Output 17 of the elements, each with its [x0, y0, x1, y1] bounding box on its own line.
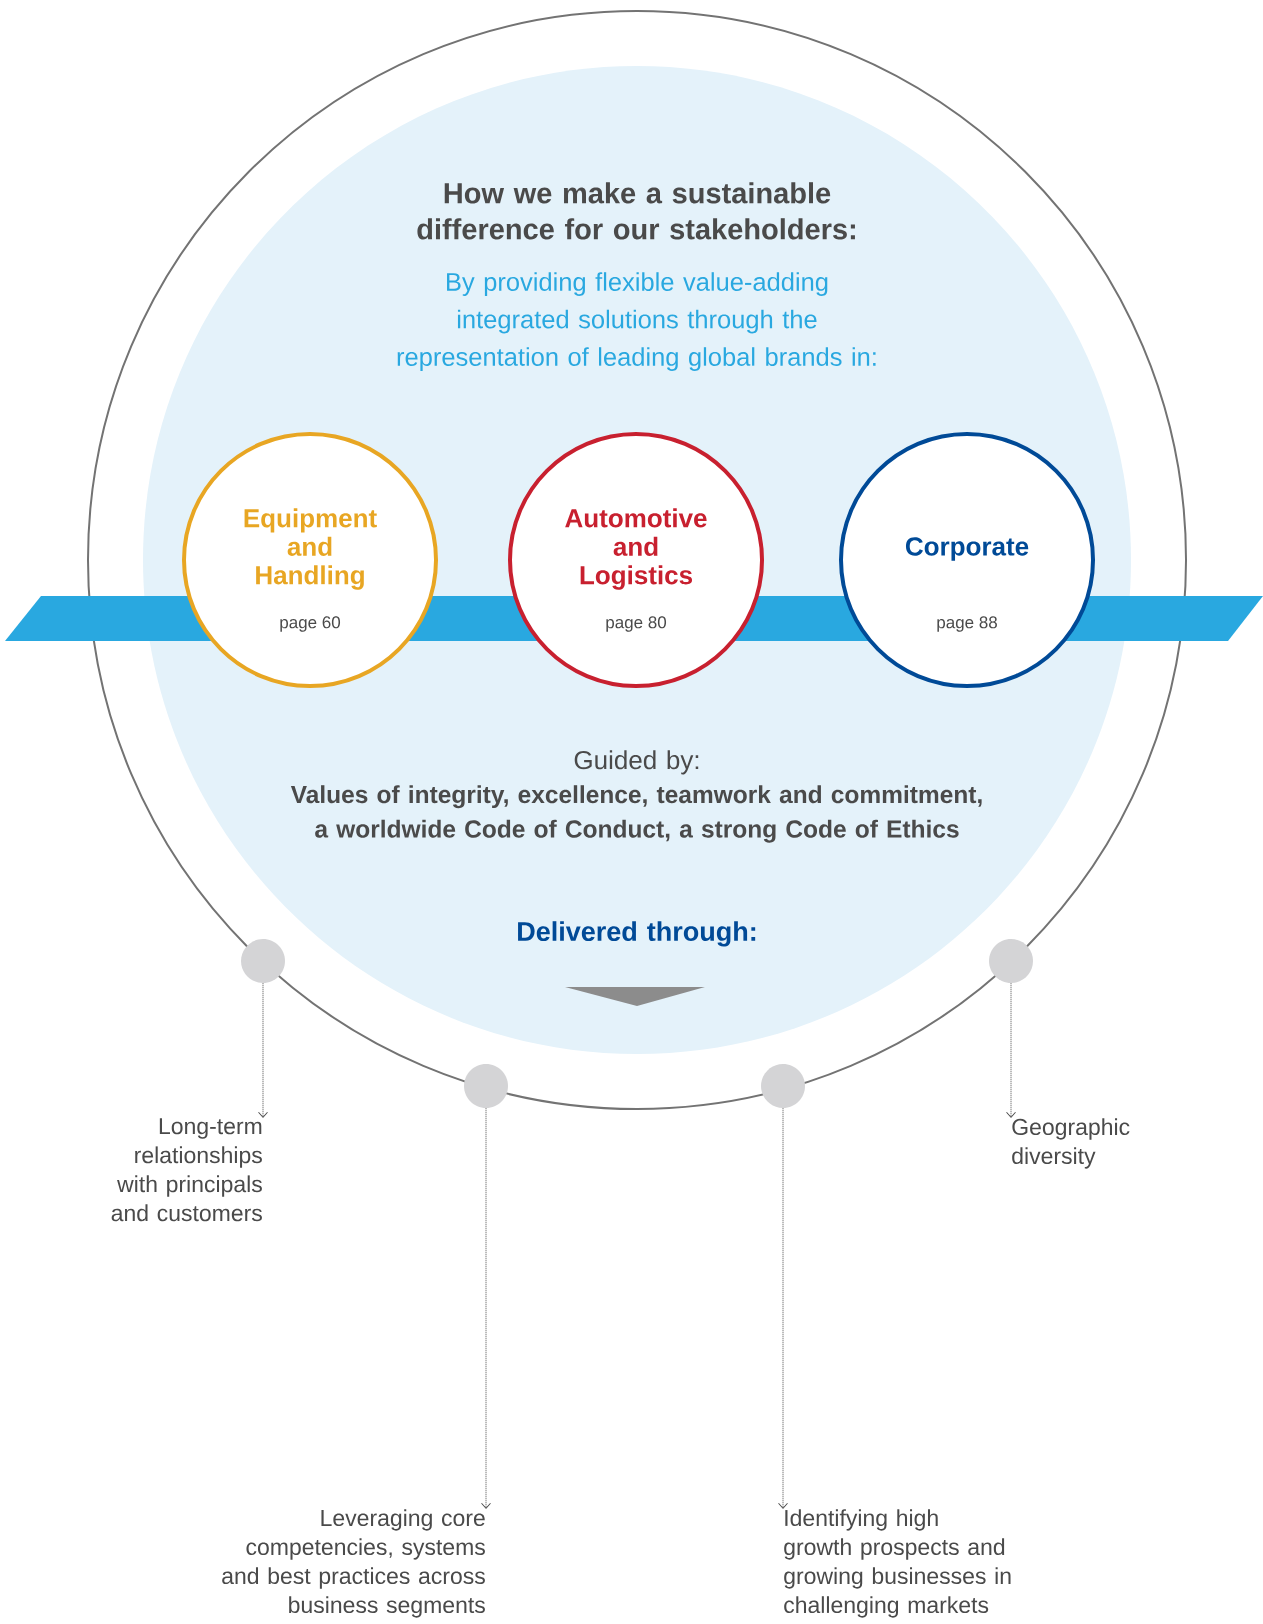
dot-marker [761, 1064, 805, 1108]
description-text: Leveraging core competencies, systems and best practices across business segments [222, 1509, 485, 1618]
leader-line [778, 1107, 788, 1509]
description-text: Long-term relationships with principals and customers [111, 1118, 262, 1222]
description-text: Geographic diversity [1012, 1118, 1130, 1169]
dot-marker [989, 939, 1033, 983]
subtitle: By providing flexible value-adding integrated solutions through the representation of leading global brands in: [397, 272, 876, 371]
dot-marker [241, 939, 285, 983]
label: Guided by: [574, 750, 699, 775]
leader-line [258, 982, 268, 1118]
leader-line [1006, 982, 1016, 1118]
leader-line [481, 1107, 491, 1509]
heading: Delivered through: [518, 921, 756, 947]
title: How we make a sustainable difference for our stakeholders: [417, 182, 855, 240]
dot-marker [464, 1064, 508, 1108]
body-text: Values of integrity, excellence, teamwork and commitment, a worldwide Code of Conduct, a strong Code of Ethics [290, 785, 982, 843]
description-text: Identifying high growth prospects and growing businesses in challenging markets [784, 1509, 1011, 1618]
